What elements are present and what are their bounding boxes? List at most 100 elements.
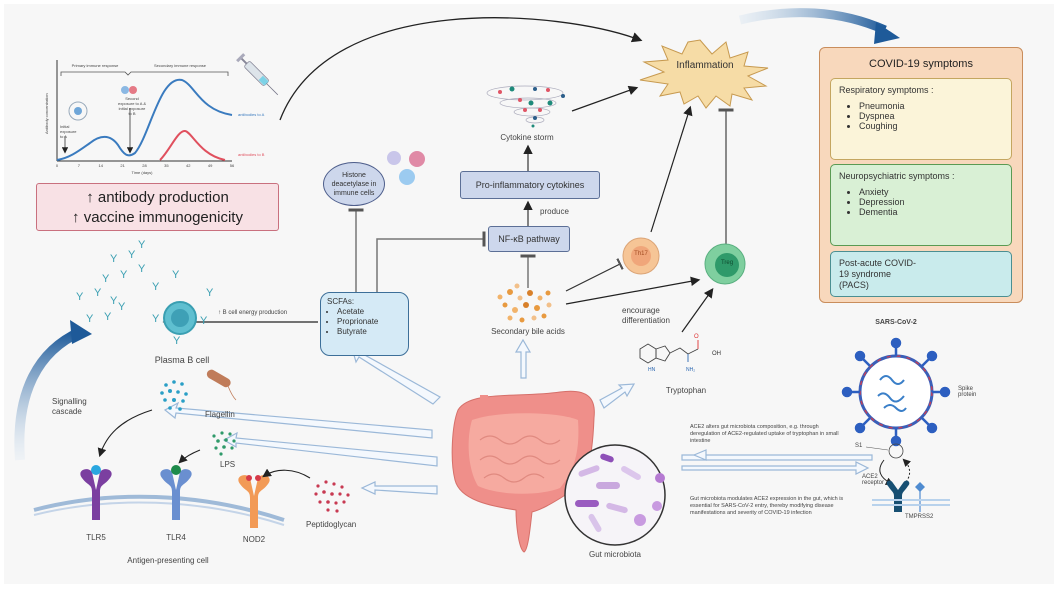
- neuro-title: Neuropsychiatric symptoms :: [839, 171, 955, 181]
- inflammation-star: [639, 39, 769, 109]
- nod2-label: NOD2: [242, 535, 266, 544]
- inflammation-label: Inflammation: [676, 60, 734, 71]
- svg-text:Y: Y: [94, 287, 102, 299]
- antibody-a-curve: [56, 78, 233, 161]
- flagellin-label: Flagellin: [205, 410, 235, 419]
- svg-text:Y: Y: [104, 311, 112, 323]
- sars-cov-2-virus: [841, 337, 951, 447]
- signalling-cascade-label: Signalling cascade: [52, 397, 87, 416]
- svg-text:Y: Y: [200, 315, 208, 327]
- chart-x-tick: 7: [77, 163, 80, 168]
- tryptophan-molecule: [639, 340, 699, 364]
- syringe-icon: [236, 53, 279, 96]
- svg-text:antibodies to A: antibodies to A: [238, 112, 265, 117]
- chart-xlabel: Time (days): [131, 170, 153, 175]
- symptom-dementia: Dementia: [859, 207, 1003, 217]
- intestine-illustration: [451, 390, 595, 553]
- antibody-chart: antibodies to A antibodies to B: [56, 53, 279, 162]
- bile-acid-dots: [497, 283, 552, 323]
- svg-text:NH₂: NH₂: [686, 367, 695, 373]
- tryptophan-label: Tryptophan: [665, 386, 707, 395]
- pro-inflammatory-box: Pro-inflammatory cytokines: [460, 171, 600, 199]
- svg-text:Y: Y: [110, 295, 118, 307]
- symptom-anxiety: Anxiety: [859, 187, 1003, 197]
- chart-second-exposure: Second exposure to A & initial exposure …: [117, 96, 147, 116]
- tlr5-label: TLR5: [86, 533, 106, 542]
- flagellin-dots: [160, 380, 188, 411]
- arrow-hdac-inflammation: [279, 17, 643, 121]
- th17-label: Th17: [634, 251, 648, 257]
- tmprss2-label: TMPRSS2: [905, 514, 934, 520]
- svg-text:HN: HN: [648, 367, 656, 373]
- chart-x-tick: 14: [98, 163, 103, 168]
- arrow-signalling-cascade: [14, 327, 83, 461]
- chart-secondary-label: Secondary immune response: [153, 63, 207, 68]
- gut-microbiota-label: Gut microbiota: [588, 550, 642, 559]
- covid-symptoms-box: COVID-19 symptoms Respiratory symptoms :…: [819, 47, 1023, 303]
- pacs-label: Post-acute COVID-19 syndrome (PACS): [839, 258, 917, 290]
- bacterium-icon: [206, 369, 231, 388]
- symptom-dyspnea: Dyspnea: [859, 111, 1003, 121]
- ace2-alters-text: ACE2 alters gut microbiota composition, …: [690, 424, 839, 444]
- antibody-b-curve: [159, 130, 226, 161]
- chart-x-tick: 49: [207, 163, 213, 168]
- ace2-receptor-icon: [886, 480, 910, 512]
- ace2-receptor-label: ACE2 receptor: [862, 474, 885, 486]
- lps-label: LPS: [220, 460, 236, 469]
- pacs-box: Post-acute COVID-19 syndrome (PACS): [830, 251, 1012, 297]
- vaccine-immunogenicity-text: ↑ vaccine immunogenicity: [72, 209, 243, 226]
- svg-text:Y: Y: [102, 273, 110, 285]
- covid-symptoms-title: COVID-19 symptoms: [869, 58, 973, 70]
- svg-text:Y: Y: [110, 253, 118, 265]
- chart-x-tick: 28: [142, 163, 147, 168]
- outcome-box: ↑ antibody production ↑ vaccine immunoge…: [36, 183, 279, 231]
- chart-primary-label: Primary immune response: [71, 63, 119, 68]
- tmprss2-icon: [915, 482, 925, 512]
- plasma-b-cell-label: Plasma B cell: [154, 355, 210, 365]
- svg-text:Y: Y: [206, 287, 214, 299]
- hdac-node: Histone deacetylase in immune cells: [323, 162, 385, 206]
- svg-text:Y: Y: [152, 281, 160, 293]
- gut-modulates-text: Gut microbiota modulates ACE2 expression…: [690, 496, 844, 516]
- svg-text:Y: Y: [138, 263, 146, 275]
- symptom-pneumonia: Pneumonia: [859, 101, 1003, 111]
- neuropsychiatric-symptoms: Neuropsychiatric symptoms : Anxiety Depr…: [830, 164, 1012, 246]
- apc-label: Antigen-presenting cell: [127, 556, 209, 565]
- chart-x-tick: 42: [186, 163, 191, 168]
- svg-text:Y: Y: [172, 269, 180, 281]
- bacteria-icons: [575, 453, 665, 533]
- tlr4-label: TLR4: [166, 533, 186, 542]
- svg-text:Y: Y: [120, 269, 128, 281]
- spike-protein-label: Spike protein: [958, 386, 977, 398]
- sars-cov-2-label: SARS-CoV-2: [875, 319, 917, 326]
- arrow-inflammation-covid: [738, 8, 887, 35]
- gut-microbiota-magnified: [564, 444, 666, 546]
- respiratory-symptoms: Respiratory symptoms : Pneumonia Dyspnea…: [830, 78, 1012, 160]
- symptom-depression: Depression: [859, 197, 1003, 207]
- lps-dots: [212, 431, 236, 456]
- scfa-box: SCFAs: Acetate Proprionate Butyrate: [320, 292, 409, 356]
- cytokine-storm-icon: [486, 85, 565, 128]
- nfkb-box: NF-κB pathway: [488, 226, 570, 252]
- nod2-receptor: [238, 475, 270, 528]
- svg-text:Y: Y: [118, 301, 126, 313]
- respiratory-title: Respiratory symptoms :: [839, 85, 934, 95]
- s1-label: S1: [855, 443, 863, 449]
- scfa-proprionate: Proprionate: [337, 317, 402, 327]
- tlr5-receptor: [80, 465, 112, 520]
- peptidoglycan-dots: [314, 480, 350, 513]
- plasma-b-cell-icon: [163, 301, 197, 335]
- scfa-butyrate: Butyrate: [337, 327, 402, 337]
- encourage-label: encourage differentiation: [622, 306, 670, 325]
- peptidoglycan-label: Peptidoglycan: [306, 520, 357, 529]
- svg-text:Y: Y: [86, 313, 94, 325]
- chart-x-tick: 35: [164, 163, 169, 168]
- svg-text:Y: Y: [138, 239, 146, 251]
- gut-output-arrows: [163, 338, 873, 495]
- cytokine-storm-label: Cytokine storm: [500, 133, 554, 142]
- produce-label: produce: [540, 207, 569, 216]
- bile-acids-label: Secondary bile acids: [491, 327, 565, 336]
- chart-initial-exposure: Initial exposure to A: [60, 124, 77, 139]
